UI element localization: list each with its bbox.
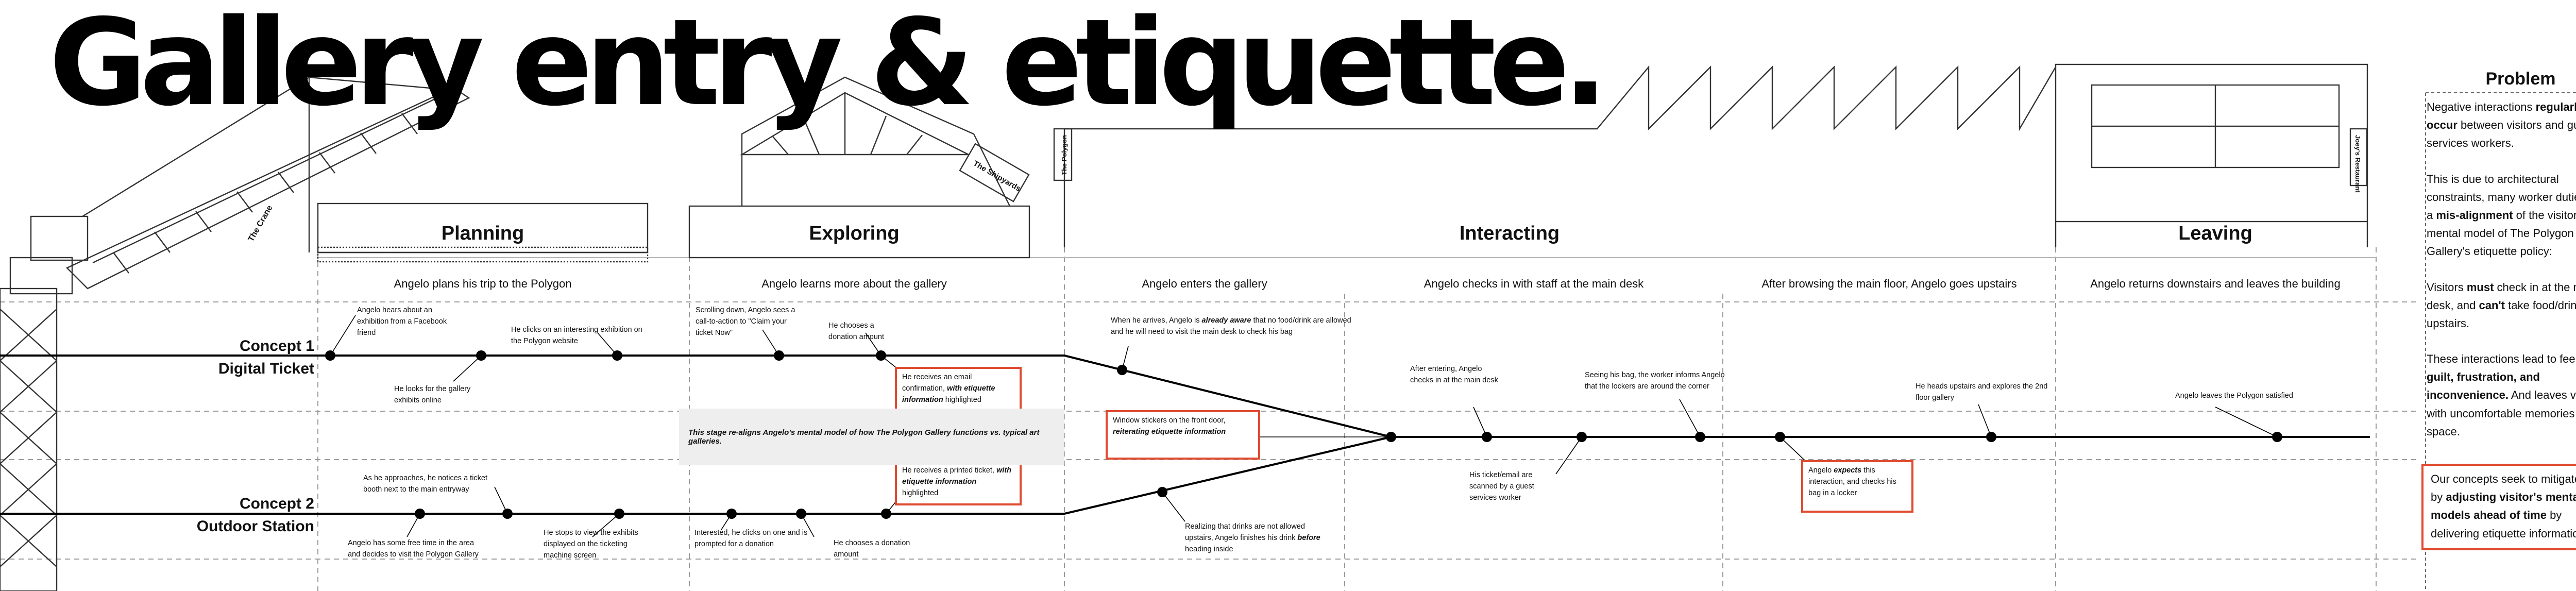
note-expects-tail: this interaction, and checks his bag in … bbox=[1808, 466, 1896, 497]
concept-2-name: Concept 2 bbox=[239, 495, 314, 512]
note-expects-highlight: expects bbox=[1834, 466, 1862, 475]
concept-1-desc: Digital Ticket bbox=[218, 360, 314, 377]
problem-p3: Visitors must check in at the main desk,… bbox=[2427, 280, 2576, 330]
note-c2-free-time: Angelo has some free time in the area an… bbox=[348, 539, 479, 559]
problem-p4: These interactions lead to feelings of g… bbox=[2427, 352, 2576, 438]
note-arrives-highlight: already aware bbox=[1201, 316, 1251, 325]
problem-title: Problem bbox=[2485, 69, 2556, 89]
note-expects-text: Angelo bbox=[1808, 466, 1834, 475]
note-c2-donation: He chooses a donation amount bbox=[834, 539, 910, 559]
note-window-stickers: Window stickers on the front door, reite… bbox=[1106, 410, 1260, 460]
problem-solution-box: Our concepts seek to mitigate this by ad… bbox=[2421, 464, 2576, 550]
phase-planning-sub: Angelo plans his trip to the Polygon bbox=[394, 277, 572, 290]
note-arrives-tail: that no food/drink are allowed and he wi… bbox=[1111, 316, 1351, 336]
note-arrives: When he arrives, Angelo is already aware… bbox=[1111, 315, 1353, 338]
note-c1-email-highlight: with etiquette information bbox=[902, 384, 995, 404]
note-finishes-drink-text: Realizing that drinks are not allowed up… bbox=[1185, 522, 1305, 542]
polygon-label: The Polygon bbox=[1060, 135, 1068, 175]
note-c2-interested: Interested, he clicks on one and is prom… bbox=[694, 529, 808, 548]
note-c2-printed-highlight: with etiquette information bbox=[902, 466, 1011, 486]
note-upstairs: He heads upstairs and explores the 2nd f… bbox=[1916, 382, 2048, 402]
note-arrives-text: When he arrives, Angelo is bbox=[1111, 316, 1202, 325]
concept-1-label: Concept 1 Digital Ticket bbox=[155, 335, 314, 380]
note-c2-printed-tail: highlighted bbox=[902, 488, 939, 497]
phase-planning: Planning bbox=[441, 223, 524, 244]
crane-illustration bbox=[0, 76, 649, 591]
phase-interacting-sub-1: Angelo enters the gallery bbox=[1142, 277, 1267, 290]
note-c1-donation: He chooses a donation amount bbox=[828, 322, 885, 341]
note-c1-email-text: He receives an email confirmation, bbox=[902, 373, 972, 393]
phase-interacting-sub-3: After browsing the main floor, Angelo go… bbox=[1761, 277, 2017, 290]
concept-1-name: Concept 1 bbox=[239, 337, 314, 354]
phase-leaving: Leaving bbox=[2178, 223, 2252, 244]
note-c1-hears: Angelo hears about an exhibition from a … bbox=[357, 306, 447, 337]
note-c2-printed: He receives a printed ticket, with etiqu… bbox=[895, 460, 1022, 505]
phase-exploring-sub: Angelo learns more about the gallery bbox=[761, 277, 947, 290]
journey-points bbox=[325, 350, 2282, 519]
note-leaves: Angelo leaves the Polygon satisfied bbox=[2175, 392, 2293, 400]
phase-interacting: Interacting bbox=[1459, 223, 1560, 244]
note-checks-in: After entering, Angelo checks in at the … bbox=[1410, 365, 1498, 384]
note-c1-scroll: Scrolling down, Angelo sees a call-to-ac… bbox=[696, 306, 795, 337]
note-c2-approach: As he approaches, he notices a ticket bo… bbox=[363, 474, 488, 494]
note-finishes-drink-highlight: before bbox=[1297, 533, 1320, 542]
note-c1-clicks: He clicks on an interesting exhibition o… bbox=[511, 326, 642, 345]
phase-leaving-sub: Angelo returns downstairs and leaves the… bbox=[2090, 277, 2341, 290]
problem-p1: Negative interactions regularly occur be… bbox=[2427, 100, 2576, 150]
note-c1-looks: He looks for the gallery exhibits online bbox=[394, 385, 471, 404]
shipyards-illustration bbox=[688, 76, 1030, 259]
page-title: Gallery entry & etiquette. bbox=[49, 0, 1608, 132]
note-bag-lockers: Seeing his bag, the worker informs Angel… bbox=[1585, 371, 1725, 391]
realign-callout: This stage re-aligns Angelo's mental mod… bbox=[679, 409, 1064, 465]
concept-1-line bbox=[0, 354, 2370, 438]
phase-interacting-sub-2: Angelo checks in with staff at the main … bbox=[1423, 277, 1644, 290]
shipyards-label: The Shipyards bbox=[972, 159, 1022, 193]
restaurant-label: Joey's Restaurant bbox=[2354, 135, 2362, 193]
concept-2-desc: Outdoor Station bbox=[196, 517, 314, 535]
note-window-stickers-highlight: reiterating etiquette information bbox=[1113, 427, 1226, 436]
note-expects: Angelo expects this interaction, and che… bbox=[1801, 460, 1913, 513]
note-scanned: His ticket/email are scanned by a guest … bbox=[1469, 471, 1534, 502]
phase-exploring: Exploring bbox=[809, 223, 900, 244]
polygon-illustration bbox=[1053, 63, 2368, 247]
journey-lines bbox=[0, 354, 2370, 515]
note-finishes-drink-tail: heading inside bbox=[1185, 545, 1233, 553]
problem-p2: This is due to architectural constraints… bbox=[2427, 172, 2576, 258]
note-finishes-drink: Realizing that drinks are not allowed up… bbox=[1185, 521, 1334, 555]
note-c2-printed-text: He receives a printed ticket, bbox=[902, 466, 996, 475]
problem-panel: Negative interactions regularly occur be… bbox=[2427, 98, 2576, 456]
note-window-stickers-text: Window stickers on the front door, bbox=[1113, 416, 1226, 425]
note-c1-email-tail: highlighted bbox=[943, 395, 981, 404]
note-c1-email: He receives an email confirmation, with … bbox=[895, 367, 1022, 412]
note-connectors bbox=[330, 315, 2278, 537]
concept-2-line bbox=[0, 436, 1392, 515]
concept-2-label: Concept 2 Outdoor Station bbox=[155, 493, 314, 537]
note-c2-view: He stops to view the exhibits displayed … bbox=[544, 529, 638, 560]
guide-lines bbox=[0, 301, 2416, 560]
